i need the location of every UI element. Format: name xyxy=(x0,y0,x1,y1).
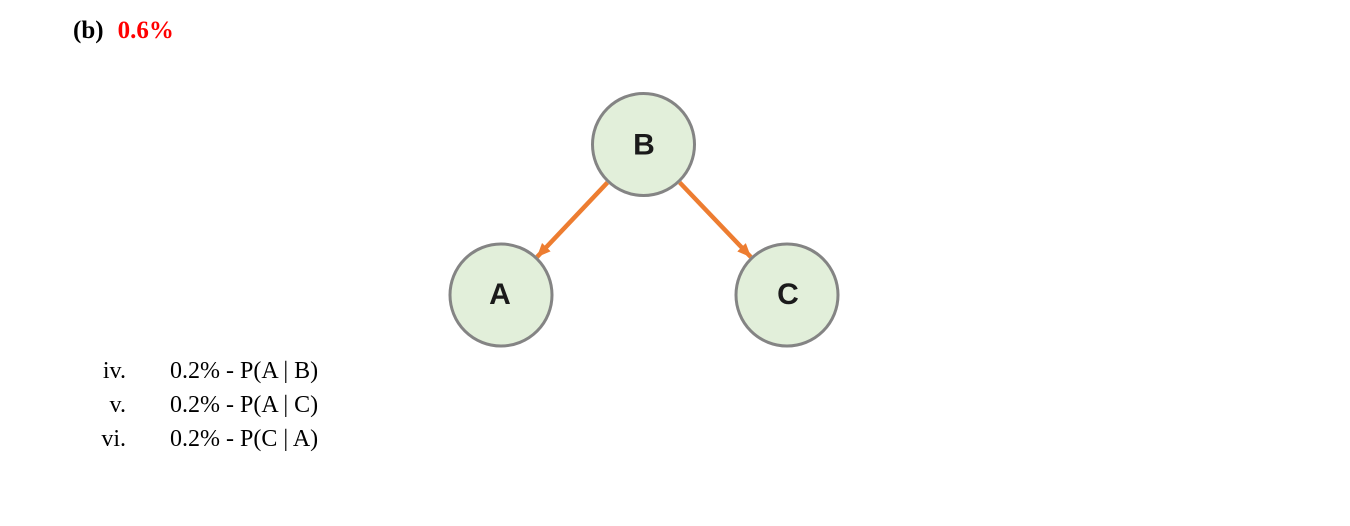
edge-b-to-c-arrow xyxy=(678,180,753,259)
answer-item-iv: iv. 0.2% - P(A | B) xyxy=(88,354,318,388)
node-a-label: A xyxy=(489,278,511,311)
node-b: B xyxy=(591,92,696,197)
node-c-circle xyxy=(734,242,840,348)
answer-text: 0.2% - P(A | C) xyxy=(170,392,319,418)
answer-item-vi: vi. 0.2% - P(C | A) xyxy=(88,422,318,456)
part-label: (b) xyxy=(73,17,104,44)
answer-list: iv. 0.2% - P(A | B) v. 0.2% - P(A | C) v… xyxy=(88,354,318,456)
node-b-label: B xyxy=(633,129,655,162)
answer-text: 0.2% - P(A | B) xyxy=(170,358,319,384)
part-header: (b) 0.6% xyxy=(73,16,174,46)
answer-numeral: v. xyxy=(109,392,126,418)
node-b-circle xyxy=(591,92,696,197)
edge-b-to-a-arrow xyxy=(535,181,610,259)
answer-text: 0.2% - P(C | A) xyxy=(170,426,319,452)
node-a-circle xyxy=(448,242,554,348)
answer-value: 0.6% xyxy=(117,17,174,44)
node-c: C xyxy=(734,242,840,348)
answer-numeral: vi. xyxy=(101,426,126,452)
answer-numeral: iv. xyxy=(102,358,126,384)
node-c-label: C xyxy=(777,278,799,311)
answer-item-v: v. 0.2% - P(A | C) xyxy=(88,388,319,422)
node-a: A xyxy=(448,242,554,348)
